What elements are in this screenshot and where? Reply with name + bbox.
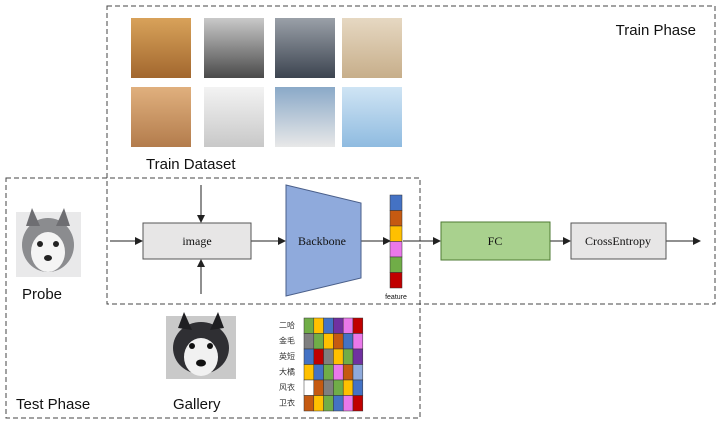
gallery-matrix-cell bbox=[342, 395, 354, 412]
gallery-matrix-cell bbox=[342, 348, 354, 365]
gallery-matrix-cell bbox=[333, 395, 344, 412]
gallery-matrix-cell bbox=[333, 333, 344, 350]
gallery-row-label: 大橘 bbox=[279, 367, 295, 377]
gallery-matrix-cell bbox=[333, 348, 344, 365]
gallery-image bbox=[166, 312, 236, 379]
test-phase-label: Test Phase bbox=[16, 396, 90, 413]
gallery-matrix-cell bbox=[313, 317, 324, 334]
gallery-feature-matrix bbox=[303, 317, 364, 412]
gallery-row-label: 金毛 bbox=[279, 336, 295, 346]
train-dataset-label: Train Dataset bbox=[146, 156, 236, 173]
backbone-label: Backbone bbox=[298, 234, 346, 248]
ambulance-van-photo bbox=[275, 87, 335, 147]
gallery-matrix-cell bbox=[323, 379, 334, 396]
train-phase-label: Train Phase bbox=[616, 22, 696, 39]
gallery-matrix-cell bbox=[352, 348, 364, 365]
gallery-matrix-cell bbox=[303, 317, 315, 334]
gallery-matrix-cell bbox=[352, 395, 364, 412]
gallery-label: Gallery bbox=[173, 396, 221, 413]
feature-cell bbox=[389, 225, 403, 242]
backbone-block bbox=[285, 184, 362, 297]
gallery-matrix-cell bbox=[342, 379, 354, 396]
feature-cell bbox=[389, 256, 403, 273]
husky-with-bows-photo bbox=[204, 18, 264, 78]
gallery-matrix-cell bbox=[352, 333, 364, 350]
gallery-row-label: 英短 bbox=[279, 351, 295, 361]
gallery-matrix-cell bbox=[323, 317, 334, 334]
gallery-matrix-cell bbox=[303, 395, 315, 412]
image-block-label: image bbox=[182, 234, 211, 248]
gallery-matrix-cell bbox=[303, 379, 315, 396]
gallery-row-label: 二哈 bbox=[279, 320, 295, 330]
cross-entropy-block bbox=[570, 222, 667, 260]
gallery-row-label: 卫衣 bbox=[279, 398, 295, 408]
gallery-matrix-cell bbox=[313, 364, 324, 381]
train-dataset-images bbox=[131, 18, 402, 147]
gallery-matrix-cell bbox=[323, 395, 334, 412]
gallery-matrix-cell bbox=[352, 364, 364, 381]
transformer-robot-photo bbox=[275, 18, 335, 78]
gallery-matrix-cell bbox=[342, 333, 354, 350]
gallery-matrix-cell bbox=[323, 348, 334, 365]
test-phase-region bbox=[5, 177, 421, 419]
gallery-matrix-cell bbox=[342, 317, 354, 334]
gallery-matrix-cell bbox=[352, 317, 364, 334]
fc-block bbox=[440, 221, 551, 261]
cross-entropy-label: CrossEntropy bbox=[585, 234, 651, 248]
feature-cell bbox=[389, 210, 403, 227]
feature-cell bbox=[389, 194, 403, 211]
blue-sweater-photo bbox=[342, 87, 402, 147]
probe-label: Probe bbox=[22, 286, 62, 303]
gallery-row-label: 风衣 bbox=[279, 382, 295, 392]
gallery-matrix-cell bbox=[313, 395, 324, 412]
gallery-matrix-cell bbox=[313, 333, 324, 350]
gallery-matrix-cell bbox=[333, 364, 344, 381]
probe-image bbox=[16, 208, 81, 277]
image-block bbox=[142, 222, 252, 260]
feature-label: feature bbox=[385, 294, 407, 301]
golden-retriever-photo bbox=[131, 18, 191, 78]
feature-cell bbox=[389, 272, 403, 289]
fc-label: FC bbox=[488, 234, 503, 248]
gallery-matrix-cell bbox=[333, 317, 344, 334]
feature-cell bbox=[389, 241, 403, 258]
gallery-matrix-cell bbox=[313, 379, 324, 396]
gallery-matrix-cell bbox=[333, 379, 344, 396]
gallery-matrix-cell bbox=[313, 348, 324, 365]
train-phase-region bbox=[106, 5, 716, 305]
gallery-matrix-cell bbox=[303, 364, 315, 381]
gallery-matrix-cell bbox=[323, 364, 334, 381]
gallery-matrix-cell bbox=[303, 348, 315, 365]
gallery-matrix-cell bbox=[342, 364, 354, 381]
gallery-matrix-cell bbox=[352, 379, 364, 396]
trench-coat-photo bbox=[342, 18, 402, 78]
gallery-matrix-cell bbox=[323, 333, 334, 350]
white-car-photo bbox=[204, 87, 264, 147]
cat-tongue-photo bbox=[131, 87, 191, 147]
feature-vector bbox=[389, 194, 403, 289]
gallery-matrix-cell bbox=[303, 333, 315, 350]
